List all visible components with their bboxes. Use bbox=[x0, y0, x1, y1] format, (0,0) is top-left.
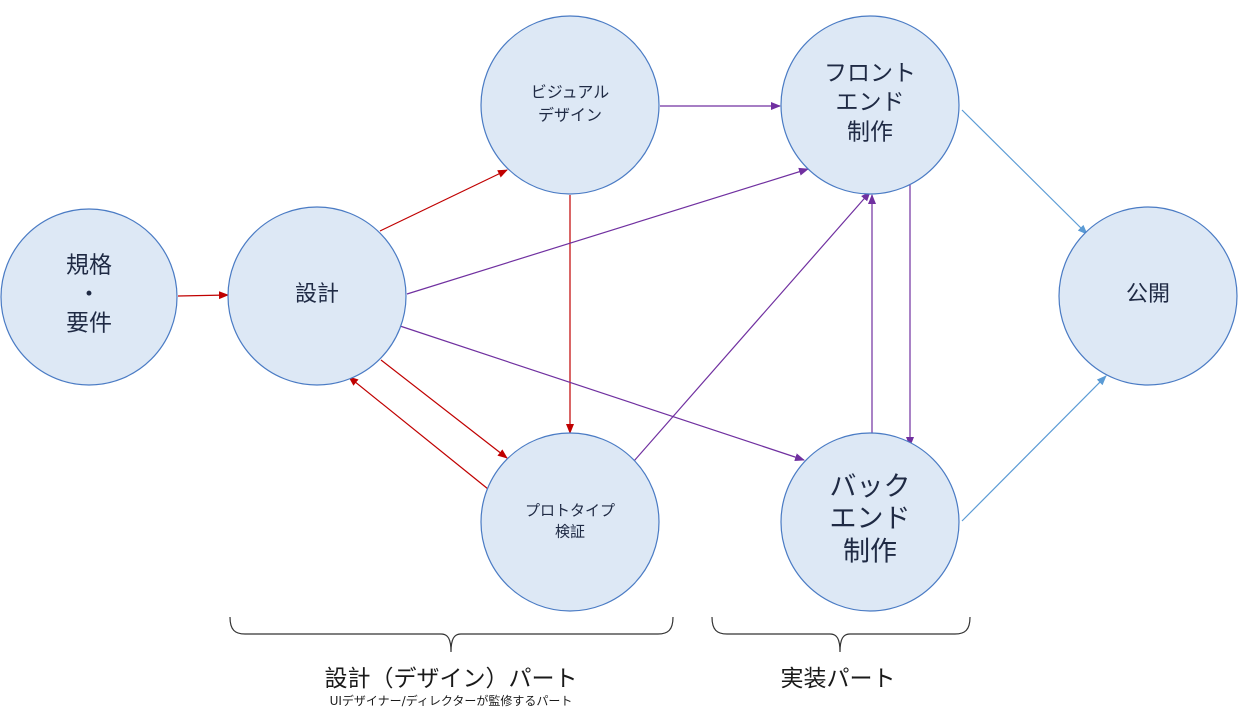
edge-frontend-to-publish bbox=[961, 109, 1088, 235]
edge-prototype-to-design bbox=[348, 376, 489, 490]
node-design: 設計 bbox=[227, 206, 407, 386]
design-part-subtitle: UIデザイナー/ディレクターが監修するパート bbox=[330, 693, 573, 708]
design-part-brace bbox=[229, 616, 674, 653]
node-prototype: プロトタイプ 検証 bbox=[480, 432, 660, 612]
node-requirements-line-2: ・ bbox=[78, 282, 101, 308]
edge-backend-to-publish bbox=[961, 375, 1107, 522]
edge-prototype-to-frontend bbox=[633, 191, 871, 462]
node-prototype-line-2: 検証 bbox=[555, 523, 585, 541]
edge-design-to-visual-design bbox=[379, 169, 508, 232]
node-prototype-line-1: プロトタイプ bbox=[525, 502, 615, 520]
node-publish-line-1: 公開 bbox=[1126, 282, 1170, 307]
node-visual-design-line-1: ビジュアル bbox=[531, 83, 609, 102]
design-part-title: 設計（デザイン）パート bbox=[325, 666, 578, 692]
node-requirements: 規格 ・ 要件 bbox=[0, 208, 178, 386]
node-backend-line-1: バック bbox=[830, 472, 911, 503]
node-frontend-line-2: エンド bbox=[836, 90, 905, 116]
node-frontend-line-1: フロント bbox=[824, 61, 916, 87]
node-backend: バック エンド 制作 bbox=[780, 432, 960, 612]
implementation-part-title: 実装パート bbox=[781, 666, 896, 692]
edge-design-to-backend bbox=[399, 325, 805, 461]
edge-design-to-frontend bbox=[406, 167, 809, 295]
edge-design-to-prototype bbox=[380, 359, 508, 459]
node-backend-line-3: 制作 bbox=[843, 537, 897, 568]
node-visual-design-line-2: デザイン bbox=[538, 106, 602, 125]
node-visual-design: ビジュアル デザイン bbox=[480, 15, 660, 195]
node-requirements-line-1: 規格 bbox=[66, 253, 112, 279]
node-frontend-line-3: 制作 bbox=[847, 120, 893, 146]
implementation-part-brace bbox=[711, 616, 971, 653]
nodes: 規格 ・ 要件 設計 ビジュアル デザイン プロトタイプ 検証 フロント エンド… bbox=[0, 15, 1238, 612]
node-backend-line-2: エンド bbox=[830, 504, 911, 535]
edge-requirements-to-design bbox=[177, 291, 229, 300]
edges bbox=[177, 102, 1107, 522]
node-frontend: フロント エンド 制作 bbox=[780, 15, 960, 195]
node-publish: 公開 bbox=[1058, 206, 1238, 386]
node-design-line-1: 設計 bbox=[295, 282, 339, 307]
node-requirements-line-3: 要件 bbox=[66, 311, 112, 337]
